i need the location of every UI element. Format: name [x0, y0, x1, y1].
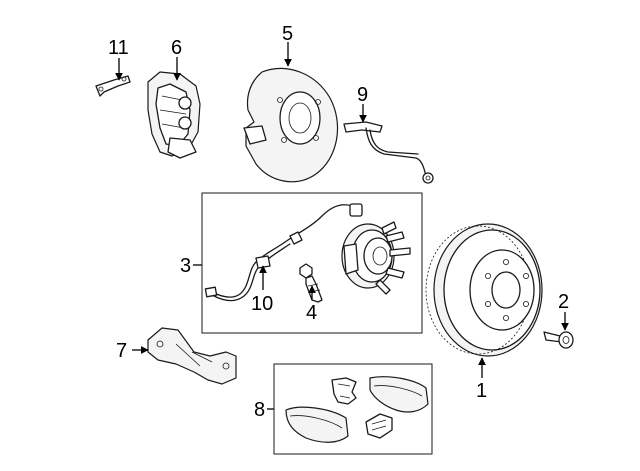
callout-2: 2: [558, 291, 569, 313]
callout-7: 7: [116, 340, 127, 362]
part-9-brake-hose: [343, 121, 434, 184]
callout-10: 10: [251, 293, 273, 315]
callout-11: 11: [108, 37, 129, 59]
part-2-screw: [543, 331, 574, 349]
callout-4: 4: [306, 302, 317, 324]
part-1-rotor: [425, 223, 543, 357]
part-7-caliper-bracket: [147, 327, 237, 385]
part-10-speed-sensor: [204, 203, 363, 302]
callout-labels: 11 6 5 9 3 10 4 2 1 7 8: [108, 23, 569, 421]
part-6-caliper: [147, 71, 201, 159]
part-3-hub-bearing: [341, 221, 411, 295]
part-5-splash-shield: [243, 67, 339, 183]
callout-9: 9: [357, 84, 368, 106]
callout-6: 6: [171, 37, 182, 59]
callout-5: 5: [282, 23, 293, 45]
hub-assembly-box: [201, 192, 423, 334]
part-11-bracket: [95, 75, 131, 97]
part-4-bolt: [299, 263, 323, 303]
callout-3: 3: [180, 255, 191, 277]
callout-1: 1: [476, 380, 487, 402]
part-8-brake-pads: [285, 376, 429, 443]
callout-8: 8: [254, 399, 265, 421]
callout-leaders: [115, 42, 569, 410]
